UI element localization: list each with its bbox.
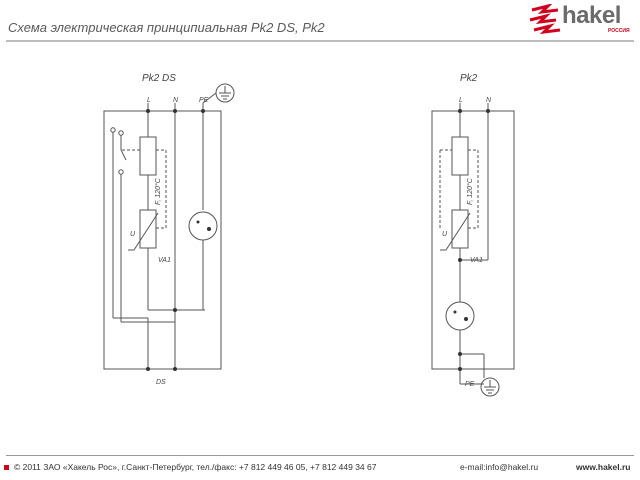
right-discharge-tube bbox=[445, 301, 475, 331]
left-enclosure bbox=[103, 110, 222, 370]
right-earth-icon bbox=[480, 377, 500, 397]
hakel-logo-mark-icon bbox=[529, 3, 561, 35]
left-terminal-l: L bbox=[147, 97, 151, 104]
left-varistor-u: U bbox=[130, 231, 136, 238]
footer-email-link[interactable]: e-mail:info@hakel.ru bbox=[460, 462, 539, 472]
footer-divider bbox=[6, 455, 634, 456]
left-terminal-pe: PE bbox=[199, 97, 209, 104]
right-diagram-title: Pk2 bbox=[460, 73, 478, 84]
left-discharge-tube bbox=[188, 211, 218, 241]
right-varistor-u: U bbox=[442, 231, 448, 238]
left-ds-label: DS bbox=[156, 379, 166, 386]
left-varistor-name: VA1 bbox=[158, 257, 171, 264]
logo-wordmark: hakel bbox=[562, 2, 621, 29]
header-divider bbox=[6, 40, 634, 42]
footer: © 2011 ЗАО «Хакель Рос», г.Санкт-Петербу… bbox=[4, 462, 636, 476]
right-varistor-name: VA1 bbox=[470, 257, 483, 264]
right-fuse bbox=[451, 136, 469, 176]
right-enclosure bbox=[431, 110, 515, 370]
page-title: Схема электрическая принципиальная Pk2 D… bbox=[8, 20, 325, 35]
footer-site-link[interactable]: www.hakel.ru bbox=[576, 462, 631, 472]
right-terminal-l: L bbox=[459, 97, 463, 104]
footer-copyright: © 2011 ЗАО «Хакель Рос», г.Санкт-Петербу… bbox=[14, 462, 377, 472]
left-fuse bbox=[139, 136, 157, 176]
left-fuse-label: F, 120°C bbox=[154, 177, 162, 205]
right-pe-label: PE bbox=[465, 381, 475, 388]
hakel-logo: hakel РОССИЯ bbox=[528, 2, 636, 38]
footer-bullet-icon bbox=[4, 465, 9, 470]
right-fuse-label: F, 120°C bbox=[466, 177, 474, 205]
left-terminal-n: N bbox=[173, 97, 179, 104]
right-terminal-n: N bbox=[486, 97, 492, 104]
logo-subtitle: РОССИЯ bbox=[608, 28, 630, 34]
left-diagram-title: Pk2 DS bbox=[142, 73, 176, 84]
